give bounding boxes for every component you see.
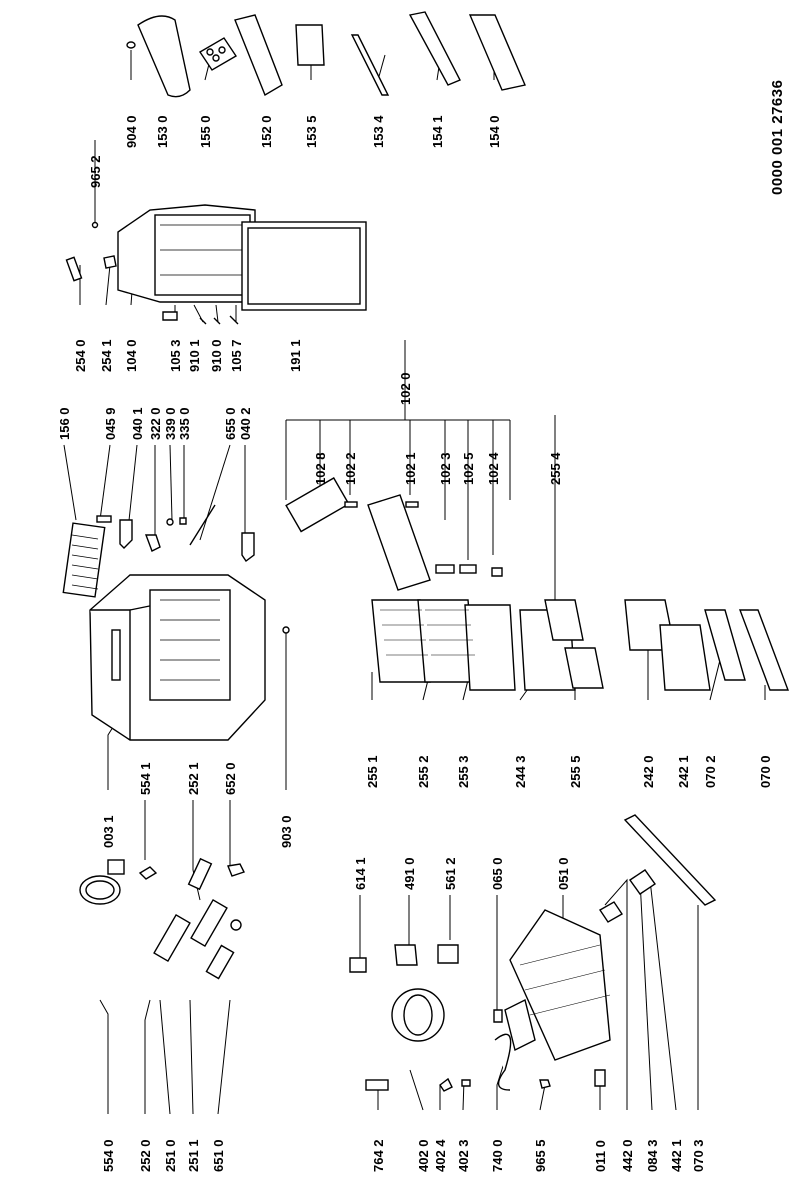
part-label: 084 3	[645, 1139, 660, 1172]
part-label: 554 0	[101, 1139, 116, 1172]
part-label: 244 3	[513, 755, 528, 788]
part-label: 965 2	[88, 155, 103, 188]
part-label: 242 1	[676, 755, 691, 788]
part-label: 040 1	[130, 407, 145, 440]
part-label: 102 3	[438, 452, 453, 485]
part-label: 154 0	[487, 115, 502, 148]
part-label: 655 0	[223, 407, 238, 440]
part-label: 965 5	[533, 1139, 548, 1172]
part-label: 252 0	[138, 1139, 153, 1172]
part-label: 102 1	[403, 452, 418, 485]
part-label: 065 0	[490, 857, 505, 890]
part-label: 154 1	[430, 115, 445, 148]
part-label: 442 1	[669, 1139, 684, 1172]
part-label: 153 4	[371, 115, 386, 148]
part-label: 105 3	[168, 339, 183, 372]
part-label: 903 0	[279, 815, 294, 848]
part-label: 339 0	[163, 407, 178, 440]
part-label: 252 1	[186, 762, 201, 795]
part-label: 102 0	[398, 372, 413, 405]
document-number: 0000 001 27636	[769, 79, 786, 195]
part-label: 105 7	[229, 339, 244, 372]
part-label: 554 1	[138, 762, 153, 795]
part-label: 255 4	[548, 452, 563, 485]
part-label: 070 3	[691, 1139, 706, 1172]
part-label: 904 0	[124, 115, 139, 148]
part-label: 491 0	[402, 857, 417, 890]
part-label: 255 3	[456, 755, 471, 788]
part-label: 104 0	[124, 339, 139, 372]
part-label: 254 0	[73, 339, 88, 372]
part-label: 740 0	[490, 1139, 505, 1172]
part-label: 070 0	[758, 755, 773, 788]
part-label: 045 9	[103, 407, 118, 440]
part-label: 254 1	[99, 339, 114, 372]
part-label: 910 0	[209, 339, 224, 372]
part-label: 102 4	[486, 452, 501, 485]
part-label: 764 2	[371, 1139, 386, 1172]
part-label: 051 0	[556, 857, 571, 890]
part-label: 322 0	[148, 407, 163, 440]
part-label: 335 0	[177, 407, 192, 440]
part-label: 003 1	[101, 815, 116, 848]
part-label: 402 4	[433, 1139, 448, 1172]
part-label: 561 2	[443, 857, 458, 890]
part-shapes	[62, 11, 790, 1092]
part-label: 153 5	[304, 115, 319, 148]
part-label: 152 0	[259, 115, 274, 148]
part-label: 255 5	[568, 755, 583, 788]
part-label: 011 0	[593, 1140, 608, 1172]
part-label: 402 0	[416, 1139, 431, 1172]
part-label: 102 8	[313, 452, 328, 485]
part-label: 153 0	[155, 115, 170, 148]
part-label: 652 0	[223, 762, 238, 795]
part-label: 156 0	[57, 407, 72, 440]
part-label: 651 0	[211, 1139, 226, 1172]
part-label: 614 1	[353, 857, 368, 890]
part-label: 191 1	[288, 339, 303, 372]
part-label: 251 1	[186, 1139, 201, 1172]
part-label: 155 0	[198, 115, 213, 148]
part-label: 251 0	[163, 1139, 178, 1172]
part-label: 402 3	[456, 1139, 471, 1172]
part-label: 040 2	[238, 407, 253, 440]
part-label: 442 0	[620, 1139, 635, 1172]
part-label: 255 2	[416, 755, 431, 788]
part-label: 242 0	[641, 755, 656, 788]
part-label: 102 5	[461, 452, 476, 485]
part-label: 102 2	[343, 452, 358, 485]
part-label: 910 1	[187, 339, 202, 372]
part-label: 255 1	[365, 755, 380, 788]
part-label: 070 2	[703, 755, 718, 788]
